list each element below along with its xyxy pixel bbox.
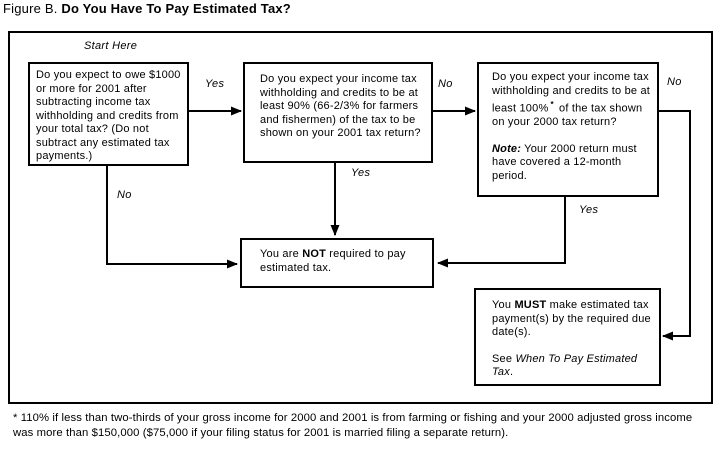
q3-note-text: Your 2000 return must have covered a 12-… [492,142,637,182]
yes-label-q1-q2: Yes [205,78,225,90]
q3-footnote-marker: * [550,100,554,109]
must-pay-see-suffix: . [509,366,514,378]
question-box-withholding-100: Do you expect your income tax withholdin… [477,62,659,197]
must-pay-text-pre: You [492,299,512,311]
not-required-text-post: required to pay estimated tax. [260,248,406,274]
q2-text: Do you expect your income tax withholdin… [260,73,421,139]
must-pay-see-prefix: See [492,352,513,365]
no-label-q3-must-pay: No [667,76,682,88]
figure-title-prefix: Figure B. [3,1,58,16]
no-label-q1-not-required: No [117,189,132,201]
footnote-line-2: was more than $150,000 ($75,000 if your … [13,426,509,439]
footnote: * 110% if less than two-thirds of your g… [13,411,715,440]
footnote-line-1: * 110% if less than two-thirds of your g… [13,412,693,424]
not-required-emphasis: NOT [302,248,327,260]
flowchart-outer-border [8,31,713,404]
question-box-owe-1000: Do you expect to owe $1000 or more for 2… [28,62,189,166]
question-box-withholding-90: Do you expect your income tax withholdin… [243,62,433,163]
q3-text-pre: Do you expect your income tax withholdin… [492,71,651,115]
q3-text-post: of the tax shown on your 2000 tax return… [492,102,643,129]
must-pay-emphasis: MUST [514,299,547,311]
no-label-q2-q3: No [438,78,453,90]
must-pay-see-reference: When To Pay Estimated Tax [492,352,638,379]
not-required-text-pre: You are [260,248,299,260]
result-box-must-pay: You MUST make estimated tax payment(s) b… [474,288,661,386]
figure-title: Figure B. Do You Have To Pay Estimated T… [3,1,291,16]
q1-text: Do you expect to owe $1000 or more for 2… [36,69,181,162]
must-pay-text-post: make estimated tax payment(s) by the req… [492,299,651,338]
yes-label-q3-not-required: Yes [579,204,599,216]
q3-note-label: Note: [492,142,522,155]
result-box-not-required: You are NOT required to pay estimated ta… [240,238,434,288]
yes-label-q2-not-required: Yes [351,167,371,179]
figure-title-main: Do You Have To Pay Estimated Tax? [61,1,291,16]
start-here-label: Start Here [84,40,138,52]
